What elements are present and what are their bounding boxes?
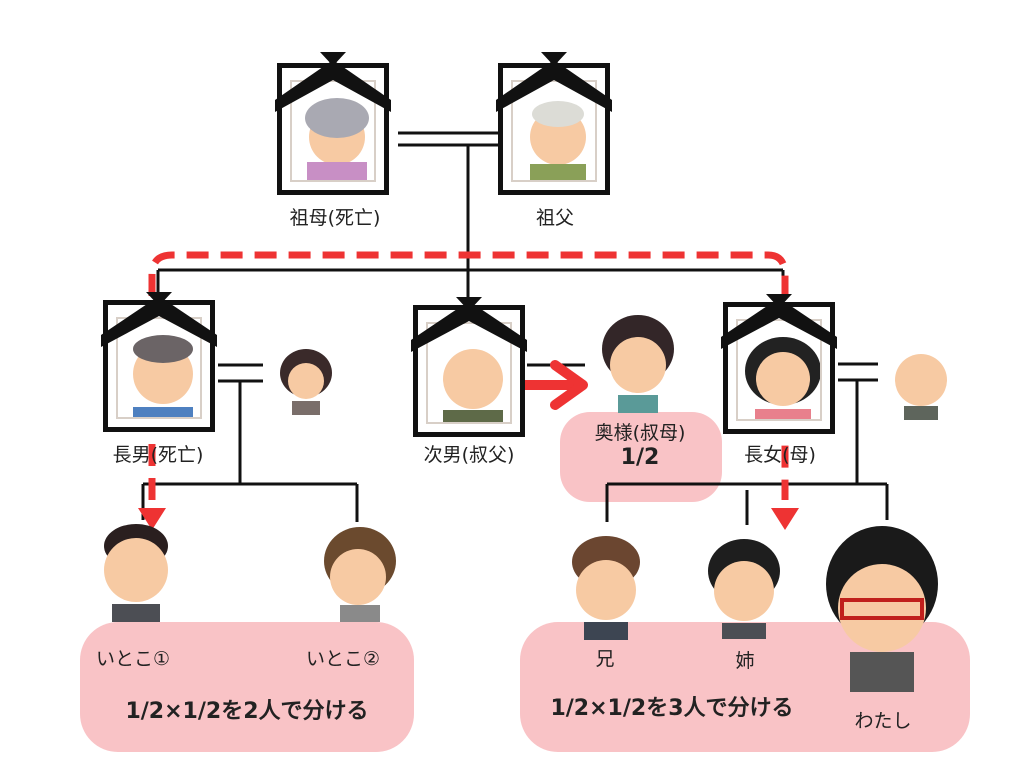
mourning-ribbon-icon [721,294,837,349]
eldest-son-wife-avatar [280,349,332,415]
eldest-daughter-portrait [723,302,835,434]
grandmother-avatar [305,98,369,180]
mourning-ribbon-icon [496,52,612,112]
me-avatar [826,526,938,692]
sister-label: 姉 [735,650,755,672]
siblings-share-text: 1/2×1/2を3人で分ける [550,696,794,721]
cousin2-avatar [324,527,396,622]
eldest-daughter-avatar [745,337,820,419]
cousin1-label: いとこ① [96,648,171,670]
eldest-son-label: 長男(死亡) [112,444,204,466]
eldest-son-avatar [133,335,193,417]
aunt-share: 1/2 [620,445,660,470]
second-son-avatar [443,349,503,422]
cousins-share-text: 1/2×1/2を2人で分ける [125,699,369,724]
grandfather-avatar [530,101,586,180]
grandfather-portrait [498,63,610,195]
grandfather-label: 祖父 [535,207,574,229]
eldest-son-portrait [103,300,215,432]
inheritance-path [148,251,789,500]
cousin2-label: いとこ② [306,648,381,670]
mourning-ribbon-icon [411,297,527,352]
arrow-down-icon [138,508,166,530]
cousins-share-box [80,622,414,752]
me-label: わたし [854,710,912,732]
cousin1-avatar [104,524,168,622]
grandmother-label: 祖母(死亡) [289,207,381,229]
eldest-daughter-label: 長女(母) [744,444,816,466]
mourning-ribbon-icon [101,292,217,347]
father-avatar [895,354,947,420]
arrow-right-icon [550,360,588,410]
aunt-share-box [560,412,722,502]
arrow-down-icon [771,508,799,530]
second-son-label: 次男(叔父) [423,444,515,466]
mourning-ribbon-icon [275,52,391,112]
sister-avatar [708,539,780,639]
brother-avatar [572,536,640,640]
brother-label: 兄 [595,648,615,670]
aunt-avatar [602,315,674,413]
aunt-label: 奥様(叔母) [594,422,686,444]
